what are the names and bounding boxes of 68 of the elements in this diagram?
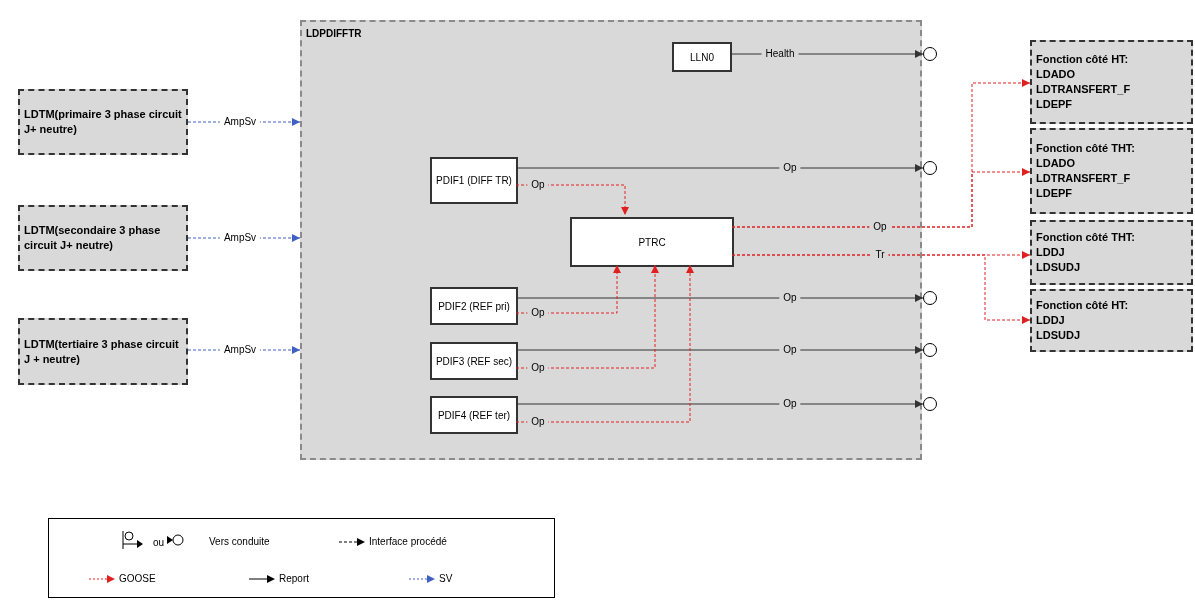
- connector-arrow: [731, 168, 1031, 228]
- connector-arrow: [515, 400, 924, 408]
- function-box: [1030, 40, 1193, 124]
- edge-label: Health: [761, 48, 799, 60]
- box-text: LDEPF: [1036, 186, 1074, 201]
- connector-arrow: [515, 294, 924, 302]
- edge-label: Op: [779, 344, 801, 356]
- box-text: LDADO: [1036, 156, 1077, 171]
- function-block: [570, 217, 734, 267]
- function-box: [18, 89, 188, 155]
- edge-label: AmpSv: [219, 344, 261, 356]
- box-text: LDTRANSFERT_F: [1036, 82, 1132, 97]
- legend-text: Interface procédé: [369, 535, 447, 549]
- box-text: LDTM(tertiaire 3 phase circuit J + neutre): [24, 336, 180, 367]
- legend-text: SV: [439, 572, 453, 586]
- block-text: PTRC: [638, 235, 666, 249]
- function-block: [430, 287, 518, 325]
- box-text: LDEPF: [1036, 97, 1074, 112]
- panel-title: LDPDIFFTR: [306, 27, 362, 41]
- function-block: [672, 42, 732, 72]
- connector-arrow: [515, 264, 694, 423]
- legend-text: GOOSE: [119, 572, 156, 586]
- connector-arrow: [515, 164, 924, 172]
- connector-arrow: [515, 264, 621, 314]
- edge-label: Op: [527, 179, 549, 191]
- box-text: LDTM(secondaire 3 phase circuit J+ neutre): [24, 223, 162, 253]
- legend-text: Report: [279, 572, 309, 586]
- connector-arrow: [515, 346, 924, 354]
- box-text: LDADO: [1036, 67, 1077, 82]
- function-box: [1030, 220, 1193, 285]
- edge-label: Op: [869, 221, 891, 233]
- box-text: Fonction côté HT:: [1036, 298, 1130, 313]
- box-text: LDTM(primaire 3 phase circuit J+ neutre): [24, 107, 182, 137]
- box-text: LDDJ: [1036, 245, 1066, 260]
- block-text: PDIF4 (REF ter): [437, 408, 511, 422]
- edge-label: Op: [527, 307, 549, 319]
- edge-label: Op: [779, 162, 801, 174]
- edge-label: Tr: [871, 249, 889, 261]
- edge-label: Op: [779, 398, 801, 410]
- box-text: Fonction côté THT:: [1036, 141, 1136, 156]
- block-text: PDIF1 (DIFF TR): [436, 174, 512, 187]
- connector-arrow: [731, 254, 1031, 324]
- edge-label: Op: [527, 416, 549, 428]
- function-box: [18, 205, 188, 271]
- edge-label: Op: [779, 292, 801, 304]
- block-text: PDIF2 (REF pri): [438, 299, 510, 313]
- box-text: LDSUDJ: [1036, 260, 1081, 275]
- connector-arrow: [515, 264, 659, 369]
- legend-note: ou: [153, 536, 165, 550]
- function-block: [430, 396, 518, 434]
- function-block: [430, 157, 518, 204]
- function-box: [1030, 128, 1193, 214]
- box-text: Fonction côté HT:: [1036, 52, 1130, 67]
- function-box: [18, 318, 188, 385]
- connector-arrow: [515, 184, 629, 216]
- edge-label: Op: [527, 362, 549, 374]
- legend-text: Vers conduite: [209, 535, 270, 549]
- box-text: LDSUDJ: [1036, 328, 1081, 343]
- block-text: LLN0: [690, 50, 714, 64]
- box-text: Fonction côté THT:: [1036, 230, 1136, 245]
- function-block: [430, 342, 518, 380]
- box-text: LDTRANSFERT_F: [1036, 171, 1132, 186]
- edge-label: AmpSv: [219, 116, 261, 128]
- function-box: [1030, 289, 1193, 352]
- box-text: LDDJ: [1036, 313, 1066, 328]
- edge-label: AmpSv: [219, 232, 261, 244]
- block-text: PDIF3 (REF sec): [435, 354, 513, 368]
- logical-device-panel: [300, 20, 922, 460]
